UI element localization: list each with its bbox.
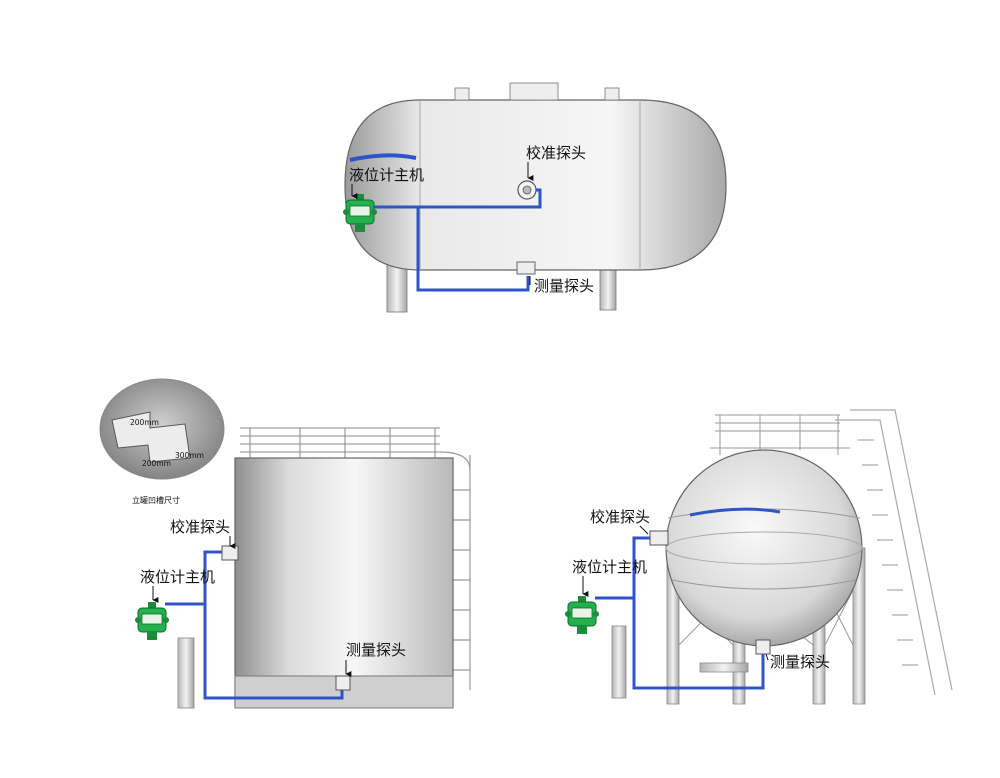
vertical-measurement-label: 测量探头: [346, 641, 406, 659]
inset-dim-bottom: 200mm: [142, 459, 171, 468]
spherical-tank-body: [665, 449, 863, 647]
vertical-support-pipe: [177, 637, 195, 709]
sphere-measurement-probe: [755, 639, 771, 655]
staircase: [835, 409, 953, 696]
sphere-measurement-label: 测量探头: [770, 653, 830, 671]
top-railing: [240, 427, 440, 460]
vertical-cable-calibration: [165, 550, 222, 606]
horizontal-tank-group: 液位计主机 校准探头 测量探头: [342, 82, 727, 313]
top-nozzle-2: [604, 87, 620, 101]
liquid-surface: [349, 153, 417, 162]
horizontal-calibration-label: 校准探头: [526, 144, 586, 162]
sphere-level-meter-host: [564, 595, 600, 635]
horizontal-measurement-label: 测量探头: [534, 277, 594, 295]
vertical-cable-measurement: [203, 604, 344, 700]
sphere-calibration-label: 校准探头: [590, 508, 650, 526]
measurement-probe: [516, 261, 536, 275]
inset-dim-top: 200mm: [130, 418, 159, 427]
sphere-host-label: 液位计主机: [572, 558, 647, 576]
inset-caption: 立罐凹槽尺寸: [132, 495, 180, 505]
vertical-tank-group: 校准探头 液位计主机 测量探头: [134, 427, 471, 709]
inset-groove: [111, 411, 191, 463]
cable-calibration: [373, 188, 542, 209]
sphere-liquid-surface: [689, 507, 781, 517]
inset-dim-depth: 300mm: [175, 451, 204, 460]
vertical-calibration-label: 校准探头: [170, 518, 230, 536]
sphere-support-pipe: [611, 625, 627, 699]
vertical-tank-body: [234, 457, 454, 707]
sphere-top-railing: [710, 414, 850, 455]
sphere-cable-calibration: [595, 536, 650, 600]
sphere-cable-measurement: [632, 598, 765, 690]
vertical-host-label: 液位计主机: [140, 568, 215, 586]
spherical-tank-group: 校准探头 液位计主机 测量探头: [564, 409, 953, 705]
sphere-calibration-probe: [649, 530, 669, 546]
cable-measurement: [408, 205, 530, 292]
manhole: [509, 82, 559, 101]
vertical-level-meter-host: [134, 601, 170, 641]
top-nozzle-1: [454, 87, 470, 101]
horizontal-host-label: 液位计主机: [349, 166, 424, 184]
vertical-calibration-probe: [221, 545, 239, 561]
vertical-measurement-probe: [335, 675, 351, 691]
groove-inset: 200mm 200mm 300mm 立罐凹槽尺寸: [99, 378, 225, 505]
horizontal-tank-body: [344, 99, 727, 271]
